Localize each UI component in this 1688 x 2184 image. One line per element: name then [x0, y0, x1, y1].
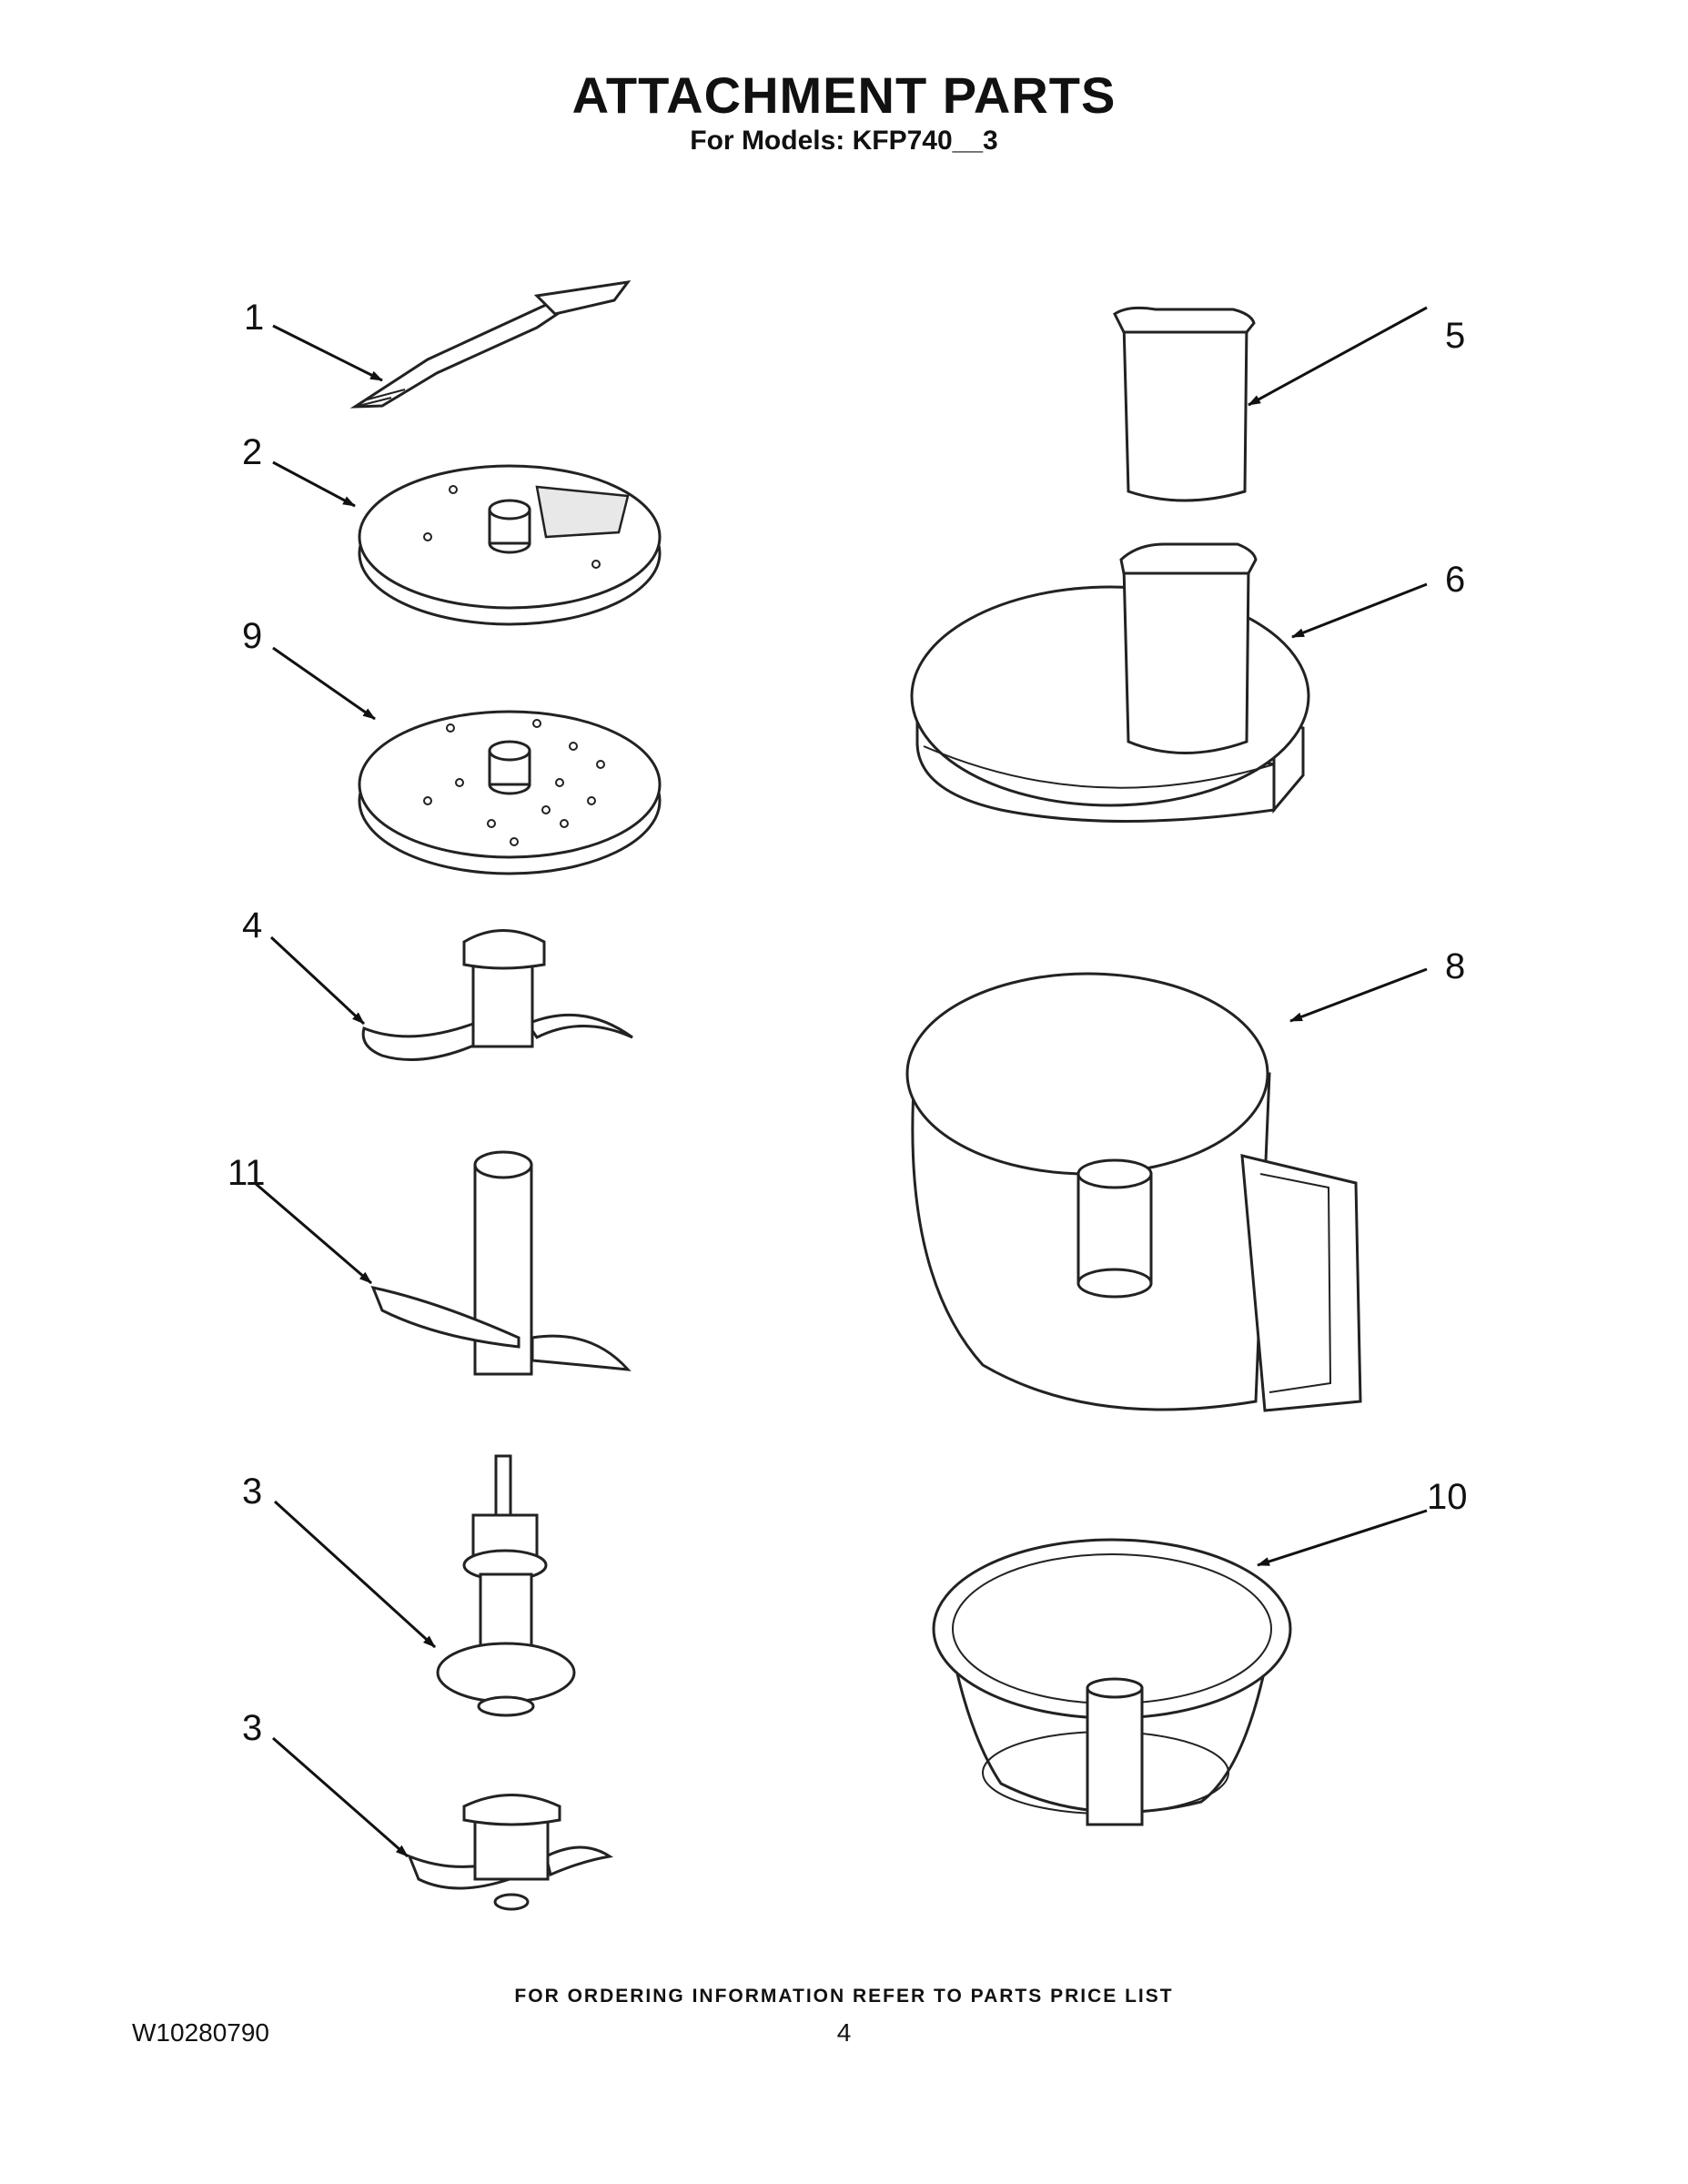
callout-6: 5: [1445, 316, 1465, 356]
callout-10: 10: [1427, 1477, 1468, 1517]
callout-1: 1: [244, 298, 264, 338]
callout-11: 11: [227, 1153, 266, 1193]
part-3-mini-blade: [407, 1794, 613, 1911]
leader-4: [273, 1500, 437, 1649]
part-1-spatula: [349, 279, 632, 409]
part-7-work-bowl-cover: [910, 542, 1310, 823]
leader-8: [1289, 967, 1428, 1023]
part-8-work-bowl: [905, 972, 1362, 1412]
leader-10: [1257, 1509, 1428, 1567]
part-2-slicing-disc: [358, 464, 662, 626]
leader-1: [272, 324, 383, 382]
callout-9: 9: [242, 616, 262, 656]
models-subtitle: For Models: KFP740__3: [690, 126, 998, 156]
part-10-mini-bowl: [932, 1538, 1292, 1826]
callout-7: 6: [1445, 560, 1465, 600]
callout-2: 2: [242, 432, 262, 472]
leader-3: [272, 1736, 409, 1858]
callout-8: 8: [1445, 946, 1465, 986]
part-4-disc-adapter: [436, 1454, 576, 1717]
callout-5: 4: [242, 905, 262, 945]
part-11-multipurpose-blade: [370, 1150, 632, 1376]
page-title: ATTACHMENT PARTS: [571, 66, 1117, 124]
ordering-info-note: FOR ORDERING INFORMATION REFER TO PARTS …: [514, 1986, 1174, 2007]
leader-5: [269, 935, 366, 1026]
part-9-shredding-disc: [358, 710, 662, 875]
page-number: 4: [836, 2018, 852, 2047]
part-5-dough-blade: [361, 929, 633, 1061]
callout-4: 3: [242, 1471, 262, 1512]
part-6-small-food-pusher: [1113, 306, 1256, 502]
leader-9: [272, 646, 376, 721]
leader-11: [254, 1181, 372, 1285]
document-number: W10280790: [132, 2018, 270, 2047]
leader-7: [1291, 582, 1428, 639]
leader-2: [272, 460, 356, 508]
leader-6: [1248, 306, 1428, 407]
